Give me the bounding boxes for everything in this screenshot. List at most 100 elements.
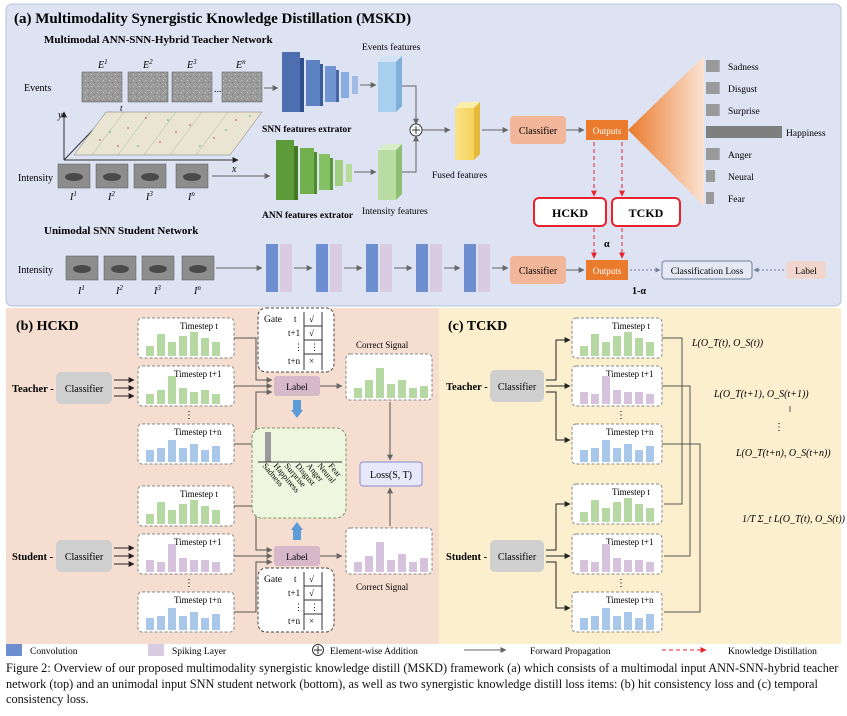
hckd-text: HCKD [552, 206, 588, 220]
timestep-bar [613, 558, 621, 572]
classification-loss-box: Classification Loss [661, 260, 753, 280]
timestep-bar [179, 558, 187, 572]
event-frames: E1 E2 E3 ... En [81, 58, 263, 103]
emotion-bar-fear [706, 192, 714, 204]
hckd-label-top: Label [274, 376, 320, 396]
panel-c: (c) TCKD Teacher - Classifier Student - … [439, 308, 846, 644]
emotion-label-neural: Neural [728, 173, 754, 183]
legend-distillation: Knowledge Distillation [728, 647, 817, 657]
tckd-text: TCKD [629, 206, 664, 220]
timestep-bars [146, 440, 220, 462]
timestep-bar [580, 512, 588, 522]
timestep-bars [580, 544, 654, 572]
timestep-bar [354, 562, 362, 572]
legend-addition: Element-wise Addition [330, 647, 418, 657]
timestep-bar [190, 392, 198, 404]
timestep-bar [168, 376, 176, 404]
timestep-bar [146, 514, 154, 524]
timestep-bar [212, 562, 220, 572]
intensity-frame-1: I1 [57, 163, 91, 203]
timestep-bars [146, 376, 220, 404]
student-frame-1: I1 [65, 255, 99, 297]
svg-text:t: t [294, 314, 297, 324]
timestep-bar [420, 558, 428, 572]
tckd-student-timestep-tn: Timestep t+n [571, 591, 663, 633]
timestep-bars [354, 368, 428, 398]
timestep-bars [146, 608, 220, 630]
emotion-bar-surprise [706, 104, 720, 116]
emotion-label-sadness: Sadness [728, 63, 759, 73]
timestep-bar [365, 380, 373, 398]
hckd-box: HCKD [533, 197, 607, 227]
timestep-bar [190, 612, 198, 630]
hckd-teacher-label: Teacher - [12, 384, 54, 395]
svg-text:I1: I1 [69, 190, 77, 203]
hckd-student-classifier: Classifier [56, 540, 112, 572]
timestep-bar [613, 616, 621, 630]
student-network-title: Unimodal SNN Student Network [44, 225, 199, 237]
svg-text:⋮: ⋮ [294, 602, 303, 612]
timestep-bar [635, 338, 643, 356]
svg-text:E1: E1 [97, 58, 108, 71]
emotion-distribution: SadnessDisgustSurpriseHappinessAngerNeur… [706, 60, 826, 205]
svg-text:I2: I2 [115, 284, 123, 297]
timestep-bar [624, 560, 632, 572]
tckd-teacher-vdots: ⋮ [616, 410, 626, 421]
correct-signal-label-top: Correct Signal [356, 340, 409, 350]
intensity-frames: I1 I2 I3 In [57, 163, 209, 203]
student-intensity-label: Intensity [18, 265, 53, 276]
timestep-bar [646, 446, 654, 462]
timestep-bar [613, 448, 621, 462]
ann-extractor: ANN features extrator [262, 140, 354, 221]
timestep-bar [602, 342, 610, 356]
timestep-bar [168, 510, 176, 524]
timestep-bar [646, 394, 654, 404]
timestep-bars [146, 544, 220, 572]
timestep-bar [602, 608, 610, 630]
timestep-bar [354, 388, 362, 398]
snn-extractor-label: SNN features extrator [262, 125, 352, 135]
timestep-bar [146, 346, 154, 356]
timestep-bar [212, 510, 220, 524]
tckd-student-timestep-t: Timestep t [571, 483, 663, 525]
timestep-bar [591, 500, 599, 522]
timestep-bar [190, 444, 198, 462]
loss-sum: 1/T Σ_t L(O_T(t), O_S(t)) [742, 514, 846, 525]
svg-text:×: × [309, 616, 314, 626]
svg-text:⋮: ⋮ [310, 602, 319, 612]
svg-text:In: In [193, 284, 201, 297]
svg-text:t+n: t+n [288, 356, 301, 366]
hckd-gate-bottom: Gate t t+1 ⋮ t+n √ √ ⋮ × [257, 567, 335, 633]
timestep-bar [602, 376, 610, 404]
timestep-bar [157, 390, 165, 404]
tckd-student-timestep-t1: Timestep t+1 [571, 533, 663, 575]
tckd-box: TCKD [611, 197, 681, 227]
svg-text:Label: Label [286, 383, 308, 393]
timestep-bar [624, 498, 632, 522]
timestep-bar [591, 562, 599, 572]
svg-text:I2: I2 [107, 190, 115, 203]
svg-text:⋮: ⋮ [294, 342, 303, 352]
timestep-bar [201, 560, 209, 572]
loss-vdots: ⋮ [774, 422, 784, 433]
timestep-bar [624, 612, 632, 630]
timestep-bar [365, 556, 373, 572]
fused-features-block: Fused features [432, 102, 487, 181]
svg-text:I1: I1 [77, 284, 85, 297]
timestep-bar [398, 554, 406, 572]
svg-text:Timestep t: Timestep t [180, 321, 218, 331]
hckd-student-label: Student - [12, 552, 54, 563]
svg-text:Timestep t+1: Timestep t+1 [174, 537, 222, 547]
timestep-bar [580, 450, 588, 462]
svg-text:√: √ [309, 314, 314, 324]
event-point-cloud: y x t [57, 103, 263, 175]
timestep-bar [602, 508, 610, 522]
hckd-teacher-timestep-t: Timestep t [137, 317, 235, 359]
timestep-bar [157, 448, 165, 462]
loss-t: L(O_T(t), O_S(t)) [691, 338, 764, 349]
hckd-label-bottom: Label [274, 546, 320, 566]
timestep-bar [602, 440, 610, 462]
tckd-teacher-label: Teacher - [446, 382, 488, 393]
timestep-bar [201, 618, 209, 630]
label-box: Label [786, 261, 826, 279]
